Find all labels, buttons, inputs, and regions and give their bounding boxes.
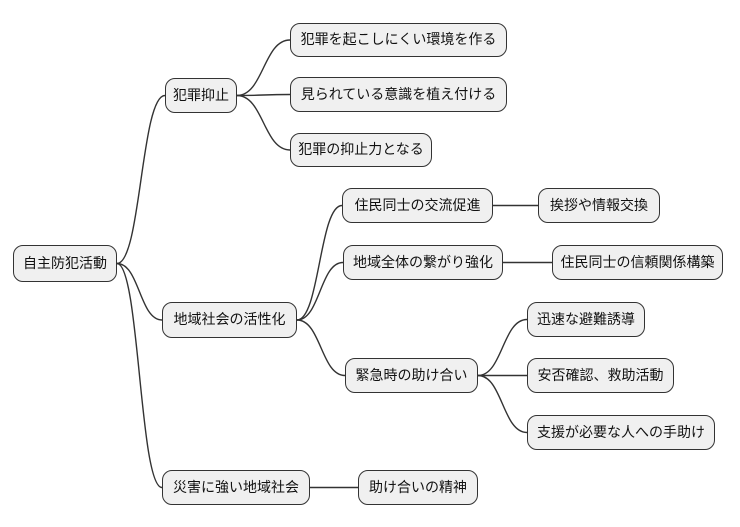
node-label: 見られている意識を植え付ける <box>300 86 497 103</box>
edge-root-hanzai <box>116 94 166 265</box>
mindmap-node-root: 自主防犯活動 <box>13 245 117 282</box>
edge-chiiki-k1 <box>296 204 343 321</box>
node-label: 地域社会の活性化 <box>173 312 286 328</box>
node-label: 犯罪を起こしにくい環境を作る <box>300 32 497 48</box>
mindmap-node-k3c: 支援が必要な人への手助け <box>527 415 715 450</box>
node-label: 挨拶や情報交換 <box>550 197 648 214</box>
mindmap-node-k2a: 住民同士の信頼関係構築 <box>552 245 723 280</box>
mindmap-node-c2: 見られている意識を植え付ける <box>290 77 507 112</box>
node-label: 迅速な避難誘導 <box>537 311 635 328</box>
mindmap-node-k3: 緊急時の助け合い <box>345 358 478 393</box>
edge-chiiki-k3 <box>296 319 346 377</box>
node-label: 住民同士の信頼関係構築 <box>560 254 715 271</box>
mindmap-node-s1: 助け合いの精神 <box>358 470 478 505</box>
edge-k3-k3c <box>477 374 528 434</box>
mindmap-node-k1a: 挨拶や情報交換 <box>538 188 660 223</box>
edge-root-chiiki <box>116 262 163 321</box>
node-label: 犯罪の抑止力となる <box>298 142 424 158</box>
edge-hanzai-c3 <box>236 94 291 151</box>
mindmap-node-k1: 住民同士の交流促進 <box>342 188 493 223</box>
node-label: 助け合いの精神 <box>369 479 467 496</box>
mindmap-node-k2: 地域全体の繋がり強化 <box>343 245 503 280</box>
edge-hanzai-c1 <box>236 39 291 97</box>
node-label: 支援が必要な人への手助け <box>537 424 705 441</box>
mindmap-node-saigai: 災害に強い地域社会 <box>162 470 310 505</box>
edge-hanzai-c2 <box>236 93 291 97</box>
mindmap-node-k3b: 安否確認、救助活動 <box>527 358 674 393</box>
node-label: 地域全体の繋がり強化 <box>353 254 493 271</box>
mindmap-node-c1: 犯罪を起こしにくい環境を作る <box>290 23 507 57</box>
edge-root-saigai <box>116 262 163 489</box>
node-label: 緊急時の助け合い <box>355 367 468 384</box>
node-label: 災害に強い地域社会 <box>173 479 299 496</box>
mindmap-node-k3a: 迅速な避難誘導 <box>527 302 645 337</box>
node-label: 安否確認、救助活動 <box>537 367 664 384</box>
node-label: 自主防犯活動 <box>23 255 107 272</box>
mindmap-node-hanzai: 犯罪抑止 <box>165 78 237 113</box>
mindmap-node-c3: 犯罪の抑止力となる <box>290 133 432 167</box>
node-label: 住民同士の交流促進 <box>354 197 481 214</box>
edge-k3-k3a <box>477 318 528 377</box>
node-label: 犯罪抑止 <box>173 87 229 104</box>
edge-chiiki-k2 <box>296 261 344 321</box>
mindmap-node-chiiki: 地域社会の活性化 <box>162 302 297 338</box>
